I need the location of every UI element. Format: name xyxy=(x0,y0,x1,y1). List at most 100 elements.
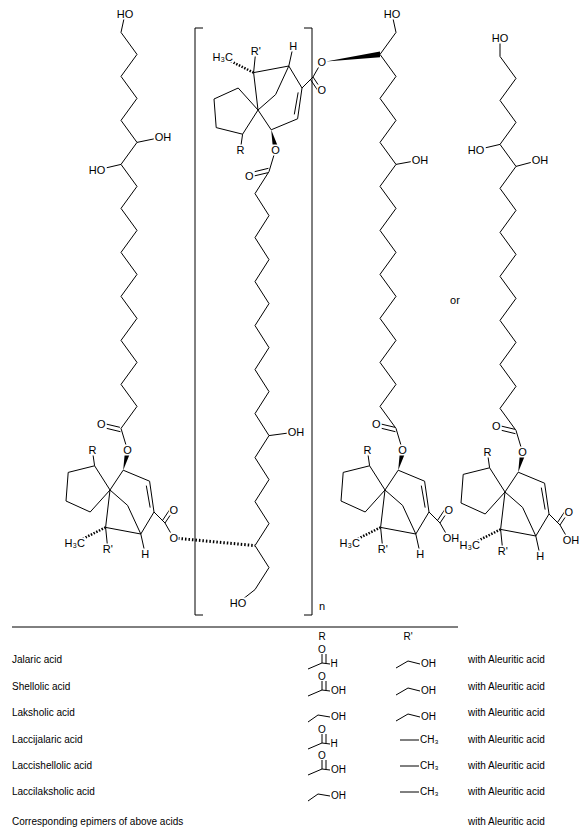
atom-label: H xyxy=(415,548,425,559)
substituent-bond xyxy=(308,654,322,669)
group-label: O xyxy=(318,645,326,655)
atom-label: H₃C xyxy=(64,537,86,548)
table-cell: Jalaric acid xyxy=(12,655,62,665)
atom-label: HO xyxy=(229,598,248,609)
substituent-bond xyxy=(326,760,327,769)
atom-label: OH xyxy=(531,155,550,166)
atom-label: O xyxy=(122,445,133,456)
column-header: R xyxy=(318,632,325,642)
atom-label: OH xyxy=(562,535,581,546)
atom-label: R' xyxy=(102,544,114,555)
group-label: OH xyxy=(331,765,346,775)
atom-label: H₃C xyxy=(212,52,234,63)
atom-label: OH xyxy=(442,533,461,544)
table-cell: with Aleuritic acid xyxy=(468,761,545,771)
substituent-bond xyxy=(308,734,322,749)
group-label: CH₃ xyxy=(420,735,439,745)
atom-label: R' xyxy=(377,544,389,555)
atom-label: H xyxy=(288,41,298,52)
atom-label: O xyxy=(270,144,281,155)
table-cell: Corresponding epimers of above acids xyxy=(12,817,183,827)
atom-label: R xyxy=(235,144,245,155)
group-label: OH xyxy=(421,712,436,722)
atom-label: HO xyxy=(467,145,486,156)
atom-label: H xyxy=(535,550,545,561)
atom-label: O xyxy=(397,445,408,456)
atom-label: O xyxy=(169,504,180,515)
conjunction-text: or xyxy=(449,295,461,306)
atom-label: HO xyxy=(491,33,510,44)
substituent-bond xyxy=(322,743,330,744)
substituent-bond xyxy=(308,681,322,696)
group-label: H xyxy=(330,739,337,749)
atom-label: HO xyxy=(88,165,107,176)
atom-label: O xyxy=(491,421,502,432)
atom-label: O xyxy=(317,56,328,67)
table-cell: Laccijalaric acid xyxy=(12,735,83,745)
atom-label: R' xyxy=(250,45,262,56)
atom-label: OH xyxy=(287,427,306,438)
group-label: O xyxy=(318,672,326,682)
group-label: O xyxy=(318,751,326,761)
alkyl-chain xyxy=(380,32,396,428)
atom-label: R xyxy=(482,447,492,458)
atom-label: R' xyxy=(497,546,509,557)
repeat-index: n xyxy=(318,601,326,612)
atom-label: H₃C xyxy=(459,539,481,550)
group-label: OH xyxy=(421,686,436,696)
substituent-bond xyxy=(322,690,330,691)
atom-label: R xyxy=(362,445,372,456)
table-cell: Laksholic acid xyxy=(12,708,75,718)
group-label: OH xyxy=(331,712,346,722)
atom-label: R xyxy=(87,445,97,456)
substituent-bond xyxy=(308,794,330,801)
substituent-bond xyxy=(326,654,327,663)
alkyl-chain xyxy=(255,172,269,590)
table-cell: with Aleuritic acid xyxy=(468,682,545,692)
table-cell: Shellolic acid xyxy=(12,682,70,692)
table-cell: with Aleuritic acid xyxy=(468,655,545,665)
atom-label: O xyxy=(371,419,382,430)
substituent-bond xyxy=(326,734,327,743)
atom-label: HO xyxy=(116,9,135,20)
group-label: OH xyxy=(421,659,436,669)
table-cell: with Aleuritic acid xyxy=(468,735,545,745)
group-label: CH₃ xyxy=(420,761,439,771)
atom-label: H xyxy=(140,548,150,559)
substituent-bond xyxy=(308,760,322,775)
substituent-bond xyxy=(322,769,330,770)
group-label: CH₃ xyxy=(420,787,439,797)
atom-label: O xyxy=(444,504,455,515)
alkyl-chain xyxy=(121,32,137,428)
atom-label: OH xyxy=(411,155,430,166)
substituent-bond xyxy=(400,740,419,741)
group-label: H xyxy=(330,659,337,669)
table-cell: Laccilaksholic acid xyxy=(12,787,95,797)
atom-label: O xyxy=(169,533,180,544)
atom-label: HO xyxy=(383,9,402,20)
table-cell: with Aleuritic acid xyxy=(468,708,545,718)
substituent-bond xyxy=(400,792,419,793)
atom-label: OH xyxy=(154,132,173,143)
table-cell: with Aleuritic acid xyxy=(468,787,545,797)
group-label: OH xyxy=(331,686,346,696)
substituent-bond xyxy=(396,714,420,721)
atom-label: O xyxy=(564,506,575,517)
substituent-bond xyxy=(400,766,419,767)
alkyl-chain xyxy=(500,56,516,430)
substituent-bond xyxy=(396,688,420,695)
atom-label: O xyxy=(317,85,328,96)
group-label: OH xyxy=(331,791,346,801)
substituent-bond xyxy=(326,681,327,690)
group-label: O xyxy=(318,725,326,735)
substituent-bond xyxy=(308,715,330,722)
substituent-bond xyxy=(396,661,420,668)
table-cell: Laccishellolic acid xyxy=(12,761,92,771)
column-header: R' xyxy=(403,632,412,642)
atom-label: O xyxy=(517,447,528,458)
atom-label: O xyxy=(244,171,255,182)
substituent-bond xyxy=(322,663,330,664)
table-cell: with Aleuritic acid xyxy=(468,817,545,827)
atom-label: H₃C xyxy=(339,537,361,548)
